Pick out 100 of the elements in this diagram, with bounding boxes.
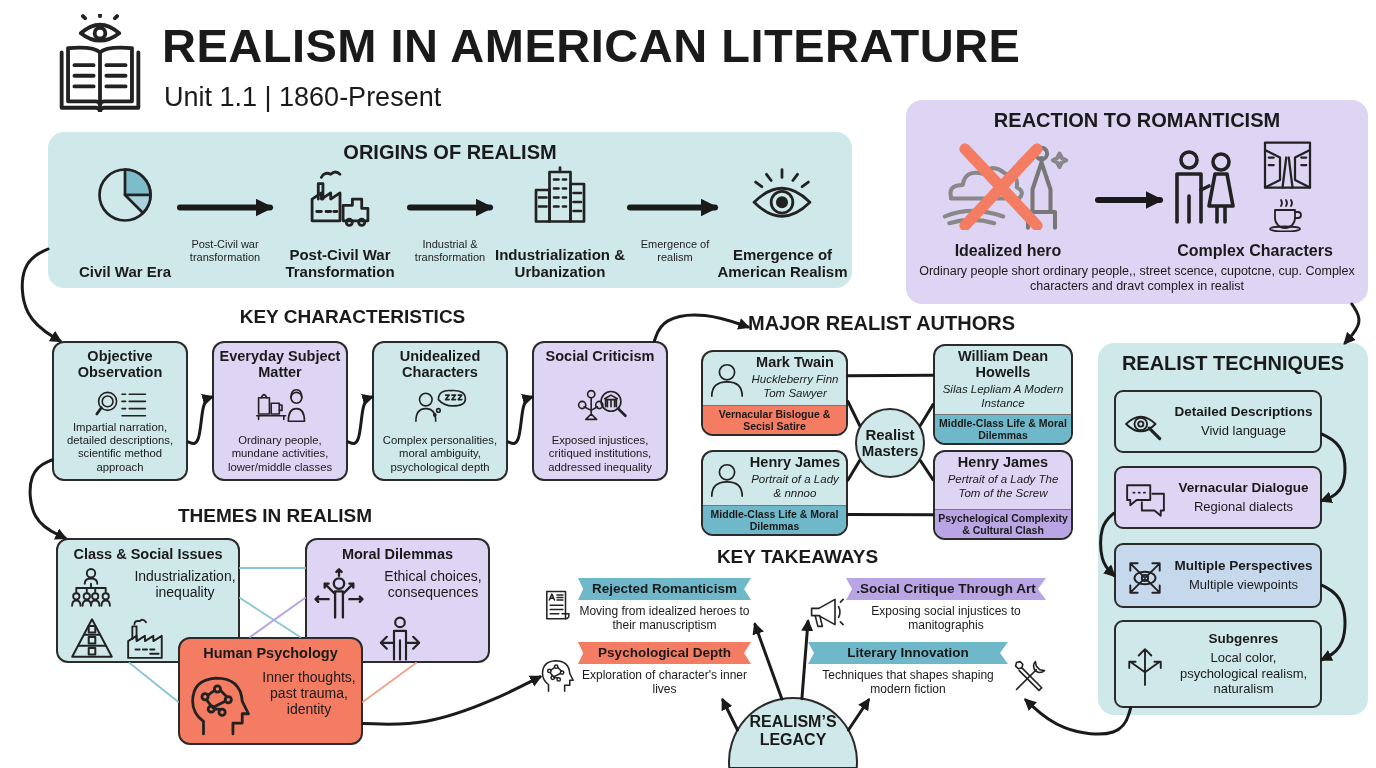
ribbon-banner: Literary Innovation [808, 642, 1008, 664]
technique-title: Multiple Perspectives [1173, 558, 1314, 575]
card-text: Ordinary people, mundane activities, lower/middle classes [226, 434, 334, 474]
theme-text: Industrialization, inequality [133, 568, 237, 601]
arrow [752, 622, 784, 701]
technique-text: Regional dialects [1193, 499, 1294, 515]
page-title: REALISM IN AMERICAN LITERATURE [162, 18, 1021, 73]
panel-heading: REACTION TO ROMANTICISM [992, 109, 1282, 132]
connector-line [239, 597, 302, 638]
step-label: Emergence of American Realism [716, 245, 849, 280]
connector-line [239, 567, 306, 569]
arrow [28, 458, 68, 540]
theme-band: Middle-Class Life & Moral Dilemmas [935, 413, 1071, 443]
connector-line [846, 513, 935, 517]
technique-text: Local color, psychological realism, naturalism [1178, 650, 1309, 697]
card-text: Exposed injustices, critiqued institutions, addressed inequality [547, 434, 653, 474]
theme-text: Inner thoughts, past trauma, identity [261, 669, 357, 718]
feature-card [52, 341, 188, 481]
technique-text: Vivid language [1199, 423, 1288, 439]
book-titles: Silas Lepliam A Modern Instance [941, 382, 1065, 411]
arrow [846, 698, 870, 732]
step-label: Civil War Era [78, 262, 172, 280]
technique-title: Subgenres [1207, 631, 1280, 648]
step-label: Industrialization & Urbanization [494, 245, 626, 280]
author-name: Henry James [956, 455, 1050, 471]
connector-line [249, 597, 306, 638]
hub-label: Realist Masters [860, 426, 920, 460]
takeaway-text: Moving from idealized heroes to their manuscriptism [578, 604, 751, 633]
technique-card [1114, 620, 1322, 708]
author-name: Mark Twain [755, 355, 835, 371]
arrow [1024, 698, 1133, 736]
arrow [1099, 511, 1116, 578]
arrow [20, 247, 63, 343]
step-label: Idealized hero [953, 241, 1063, 260]
arrow [361, 675, 543, 726]
technique-card [1114, 466, 1322, 529]
section-heading: KEY CHARACTERISTICS [238, 306, 467, 328]
section-heading: THEMES IN REALISM [176, 505, 374, 527]
theme-card [178, 637, 363, 745]
theme-title: Class & Social Issues [72, 546, 224, 562]
step-label: Complex Characters [1176, 241, 1334, 260]
author-card [701, 350, 848, 436]
arrow [1319, 583, 1347, 662]
section-panel [1098, 343, 1368, 715]
author-card [933, 450, 1073, 540]
badge-label: REALISM’S LEGACY [748, 713, 838, 750]
author-card [701, 450, 848, 536]
connector-line [846, 373, 935, 378]
theme-band: Middle-Class Life & Moral Dilemmas [703, 504, 846, 534]
arrow [1319, 432, 1347, 504]
arrow [627, 198, 719, 217]
feature-card [372, 341, 508, 481]
card-title: Objective Observation [76, 348, 164, 381]
panel-heading: REALIST TECHNIQUES [1120, 352, 1346, 375]
theme-title: Moral Dilemmas [340, 546, 455, 562]
section-heading: MAJOR REALIST AUTHORS [748, 312, 1013, 342]
author-card [933, 344, 1073, 445]
feature-card [212, 341, 348, 481]
arrow [1095, 191, 1164, 209]
connector-line [918, 459, 935, 482]
book-titles: Huckleberry Finn Tom Sawyer [750, 372, 840, 401]
section-panel [906, 100, 1368, 304]
arrow [186, 394, 215, 445]
card-text: Complex personalities, moral ambiguity, psychological depth [381, 434, 499, 474]
card-title: Unidealized Characters [398, 348, 482, 381]
theme-band: Vernacular Bislogue & Secisl Satire [703, 404, 846, 434]
ribbon-banner: Psychological Depth [578, 642, 751, 664]
card-title: Social Criticism [544, 348, 656, 365]
author-name: William Dean Howells [956, 349, 1050, 381]
connector-line [846, 459, 862, 482]
arrow [800, 619, 814, 701]
author-name: Henry James [748, 455, 842, 471]
connector-line [128, 662, 179, 703]
theme-band: Psychelogical Complexity & Cultural Clash [935, 508, 1071, 538]
book-titles: Portrait of a Lady & nnnoo [750, 472, 840, 501]
technique-text: Multiple viewpoints [1187, 577, 1300, 593]
takeaway-text: Techniques that shapes shaping modern fiction [821, 668, 995, 697]
book-titles: Pertrait of a Lady The Tom of the Screw [946, 472, 1060, 501]
technique-title: Vernacular Dialogue [1177, 480, 1310, 497]
panel-text: Ordinary people short ordinary people,, street scence, cupotcne, cup. Complex characters and dravt complex in realist [918, 264, 1356, 294]
arrow [346, 394, 375, 445]
arrow [407, 198, 494, 217]
feature-card [532, 341, 668, 481]
step-label: Post-Civil War Transformation [284, 245, 396, 280]
arrow [177, 198, 274, 217]
card-text: Impartial narration, detailed descriptions, scientific method approach [65, 420, 175, 474]
card-title: Everyday Subject Matter [218, 348, 342, 381]
connector-line [846, 400, 862, 427]
section-heading: KEY TAKEAWAYS [715, 546, 880, 568]
section-panel [48, 132, 852, 288]
takeaway-text: Exposing social injustices to manitographis [870, 604, 1022, 633]
technique-card [1114, 543, 1322, 608]
panel-heading: ORIGINS OF REALISM [342, 141, 558, 164]
technique-card [1114, 390, 1322, 453]
arrow [1343, 302, 1361, 345]
arrow [721, 697, 740, 732]
arrow [652, 313, 751, 343]
ribbon-banner: Rejected Romanticism [578, 578, 751, 600]
takeaway-text: Exploration of character's inner lives [580, 668, 748, 697]
connector-line [362, 662, 417, 703]
